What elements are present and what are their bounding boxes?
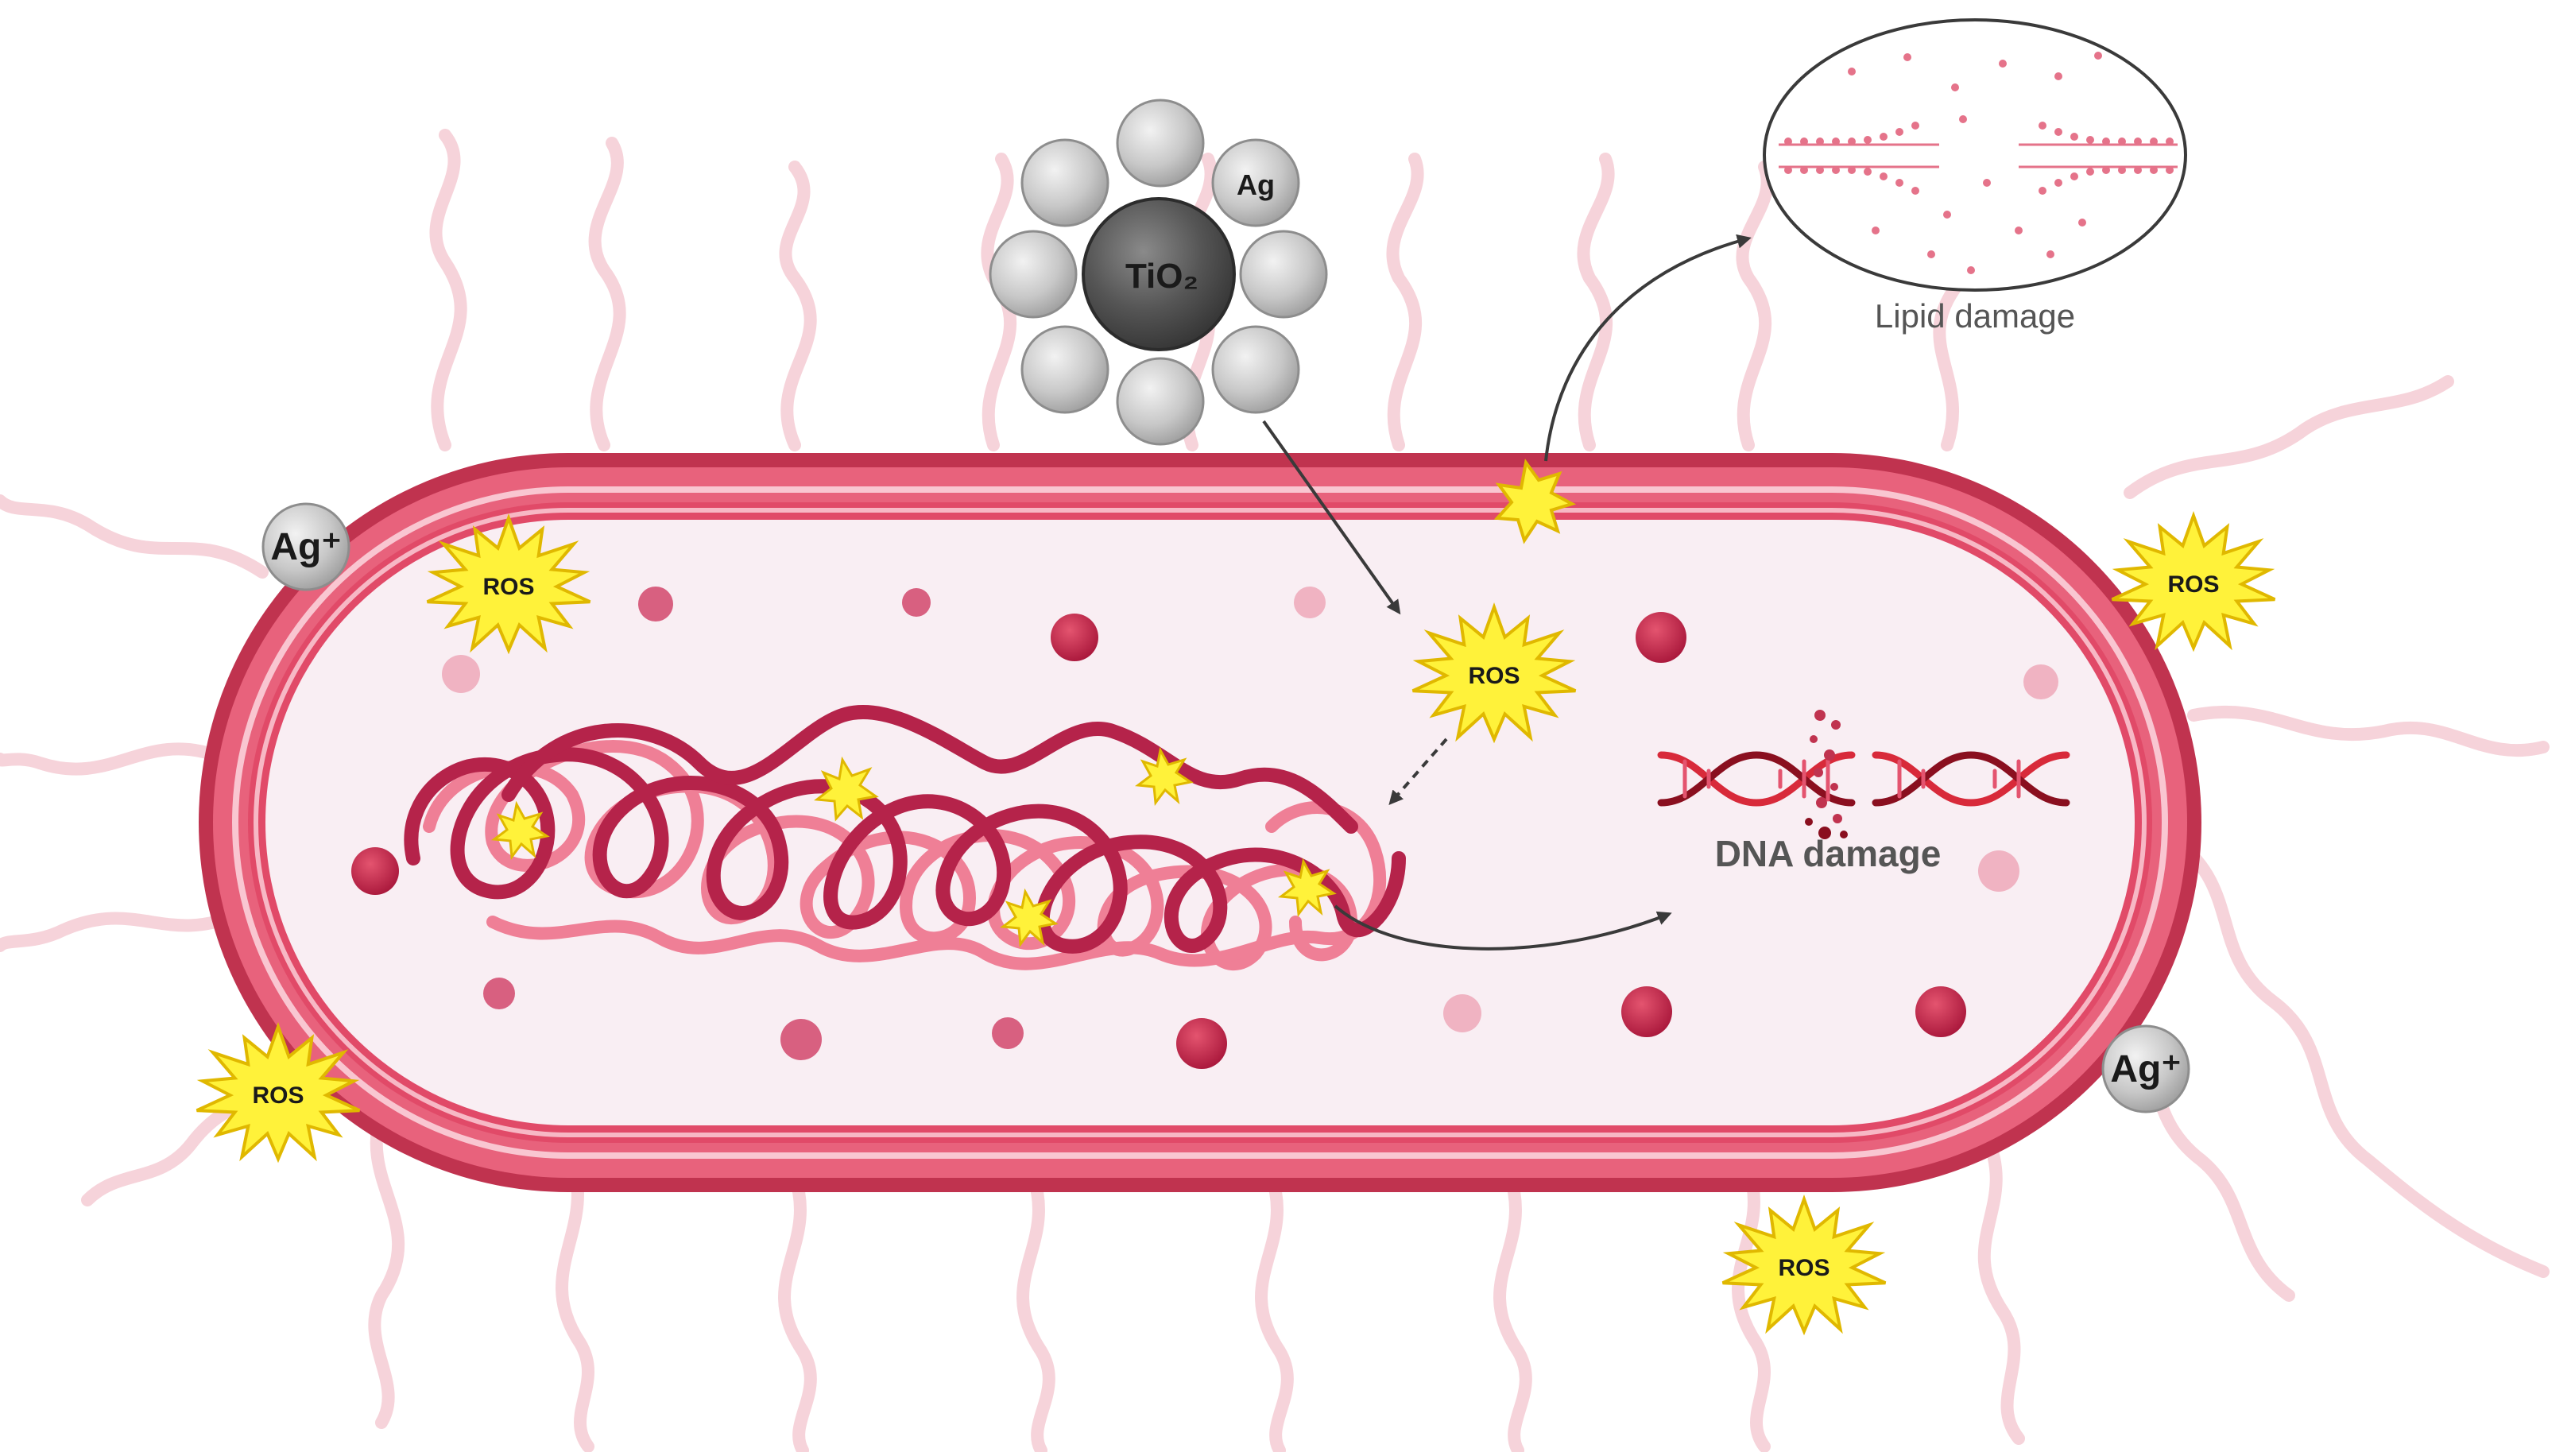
flagellum: [1577, 153, 1615, 451]
dna-helix-right: [1872, 751, 2070, 807]
nucleoid-ros-hits: [491, 746, 1337, 947]
granule: [902, 588, 931, 617]
ag-particle: [1020, 325, 1109, 414]
membrane-lesion-burst: [1493, 459, 1577, 544]
silver-ion-bottom-right: Ag⁺: [2101, 1024, 2190, 1113]
flagellum: [1732, 1162, 1771, 1453]
granule: [351, 847, 399, 895]
ros-burst: ROS: [2111, 510, 2276, 652]
ros-burst-shape: [196, 1021, 361, 1164]
arrow-nucleoid-to-dna-damage: [1334, 904, 1672, 951]
dna-damage-label: DNA damage: [1715, 833, 1942, 874]
ros-burst-shape: [2111, 510, 2276, 652]
granules: [351, 587, 2058, 1069]
lipid-damage-label: Lipid damage: [1875, 297, 2075, 335]
ros-label: ROS: [2167, 571, 2219, 598]
arrow-membrane-to-lipid: [1544, 234, 1752, 462]
ros-burst-shape: [426, 513, 591, 655]
ros-hit-marker: [491, 800, 550, 860]
ag-ion-label: Ag⁺: [270, 526, 341, 568]
flagellum: [779, 161, 817, 451]
granule: [483, 978, 515, 1009]
arrow-np-to-ros: [1262, 420, 1401, 615]
ag-particle-labeled: [1211, 138, 1300, 227]
ag-ion-label: Ag⁺: [2110, 1048, 2181, 1090]
flagellum: [1386, 153, 1424, 451]
membrane-highlight: [232, 486, 2168, 1159]
ros-hit-marker: [1135, 746, 1194, 806]
flagellum: [0, 742, 221, 776]
ros-burst-shape: [1721, 1194, 1887, 1336]
ag-label: Ag: [1237, 168, 1275, 201]
dna-damage-illustration: DNA damage: [1657, 710, 2070, 874]
granule: [1978, 850, 2019, 892]
flagellum: [0, 908, 245, 952]
nucleoid-strand-dark: [501, 704, 1358, 834]
ag-particle: [1020, 138, 1109, 227]
ros-bursts: ROS ROS ROS ROS ROS: [196, 510, 2276, 1336]
flagellum: [1016, 1170, 1055, 1456]
bacterial-cell: [199, 453, 2201, 1192]
ros-burst: ROS: [1411, 602, 1577, 744]
granule: [1051, 614, 1098, 661]
ros-burst-shape: [1411, 602, 1577, 744]
dna-fragments: [1805, 710, 1848, 839]
ag-particle: [1211, 325, 1300, 414]
ag-particle: [1239, 230, 1328, 319]
lipid-heads: [1784, 52, 2174, 274]
cytoplasm: [265, 520, 2135, 1125]
ag-tio2-nanoparticle: Ag TiO₂: [989, 99, 1328, 446]
flagellum: [1255, 1170, 1294, 1456]
nucleoid: [404, 704, 1406, 970]
ag-particle: [989, 230, 1078, 319]
granule: [638, 587, 673, 622]
ros-label: ROS: [482, 574, 534, 600]
inner-membrane-highlight: [254, 508, 2147, 1137]
ros-burst: ROS: [426, 513, 591, 655]
ros-hit-marker: [814, 756, 879, 822]
flagellum: [1493, 1170, 1532, 1456]
lipid-inset-frame: [1763, 18, 2187, 292]
ros-hit-marker: [1278, 858, 1337, 917]
ag-particle: [1116, 357, 1205, 446]
ag-particle: [1116, 99, 1205, 188]
flagella: [0, 129, 2550, 1456]
granule: [1915, 986, 1966, 1037]
granule: [992, 1017, 1024, 1049]
granule: [1636, 612, 1686, 663]
granule: [2023, 664, 2058, 699]
flagellum: [2187, 706, 2550, 757]
dna-helix-left: [1657, 751, 1856, 807]
ros-label: ROS: [1778, 1255, 1830, 1281]
ros-label: ROS: [252, 1082, 304, 1109]
silver-ion-top-left: Ag⁺: [261, 502, 350, 591]
lipid-damage-inset: Lipid damage: [1763, 18, 2187, 335]
flagellum: [556, 1154, 594, 1453]
ros-burst: ROS: [1721, 1194, 1887, 1336]
granule: [442, 655, 480, 693]
ros-label: ROS: [1468, 663, 1520, 689]
flagellum: [1736, 161, 1774, 451]
granule: [1176, 1018, 1227, 1069]
flagellum: [0, 494, 269, 579]
flagellum: [2124, 375, 2454, 499]
flagellum: [368, 1106, 405, 1429]
granule: [1621, 986, 1672, 1037]
ros-burst: ROS: [196, 1021, 361, 1164]
nucleoid-strand-light: [486, 801, 1387, 970]
arrows: [1262, 234, 1752, 951]
tio2-label: TiO₂: [1125, 257, 1198, 296]
granule: [1443, 994, 1481, 1032]
tio2-core: [1082, 197, 1236, 351]
flagellum: [429, 129, 467, 451]
flagellum: [2171, 836, 2550, 1278]
granule: [780, 1019, 822, 1060]
flagellum: [588, 137, 626, 451]
granule: [1294, 587, 1326, 618]
ros-hit-marker: [1000, 888, 1059, 947]
flagellum: [1977, 1130, 2025, 1445]
flagellum: [778, 1170, 817, 1456]
